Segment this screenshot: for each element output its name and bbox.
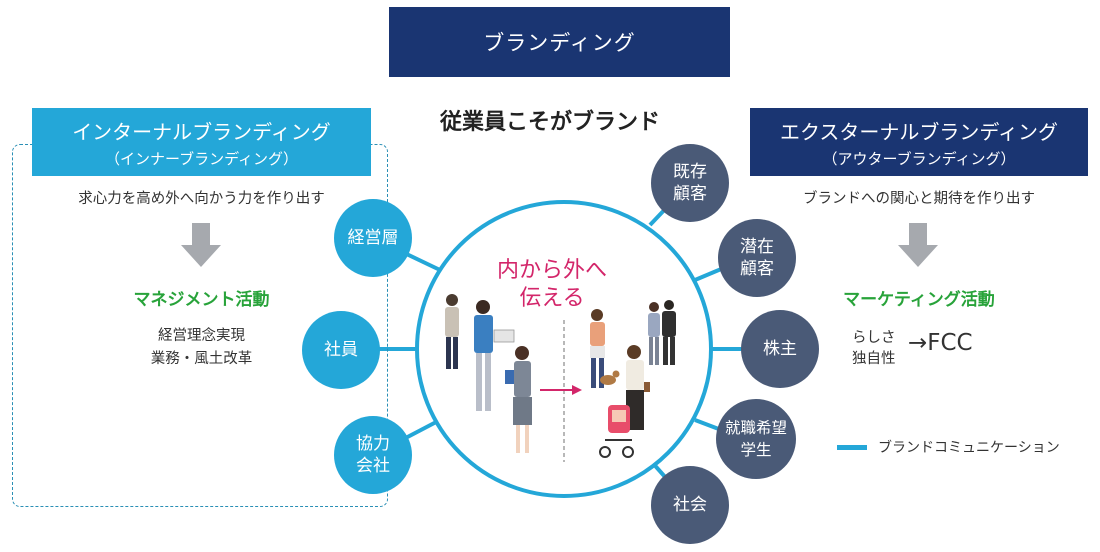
down-arrow-icon	[898, 223, 938, 267]
internal-branding-header: インターナルブランディング （インナーブランディング）	[32, 108, 371, 176]
center-message-line: 内から外へ	[496, 258, 607, 283]
external-item: らしさ	[852, 330, 896, 346]
node-potential-customers: 潜在 顧客	[718, 219, 796, 297]
center-message-line: 伝える	[519, 286, 585, 311]
node-management: 経営層	[334, 199, 412, 277]
internal-branding-title: インターナルブランディング	[72, 120, 331, 144]
arrow-right-icon	[540, 385, 582, 395]
internal-item: 業務・風土改革	[150, 351, 253, 367]
external-description: ブランドへの関心と期待を作り出す	[803, 191, 1035, 207]
legend-label: ブランドコミュニケーション	[878, 440, 1060, 456]
node-label: 経営層	[347, 228, 399, 248]
external-subheading: マーケティング活動	[843, 290, 995, 310]
employees-illustration	[445, 294, 532, 453]
internal-description: 求心力を高め外へ向かう力を作り出す	[78, 191, 325, 207]
center-message: 内から外へ 伝える	[462, 257, 642, 313]
internal-subheading: マネジメント活動	[133, 290, 270, 310]
internal-branding-subtitle: （インナーブランディング）	[104, 150, 299, 168]
page-title: ブランディング	[389, 7, 730, 77]
node-label: 会社	[356, 456, 390, 476]
node-label: 就職希望	[724, 419, 787, 437]
node-label: 協力	[356, 434, 390, 454]
node-shareholders: 株主	[741, 310, 819, 388]
node-label: 顧客	[673, 184, 707, 204]
external-branding-subtitle: （アウターブランディング）	[822, 150, 1016, 168]
node-label: 社会	[673, 495, 707, 515]
node-label: 株主	[763, 339, 797, 359]
external-branding-header: エクスターナルブランディング （アウターブランディング）	[750, 108, 1088, 176]
external-branding-title: エクスターナルブランディング	[780, 120, 1058, 144]
node-label: 社員	[324, 340, 358, 360]
node-society: 社会	[651, 466, 729, 544]
node-job-seeking-students: 就職希望 学生	[716, 399, 796, 479]
node-label: 既存	[673, 162, 707, 182]
center-heading: 従業員こそがブランド	[439, 110, 660, 135]
customers-illustration	[590, 300, 676, 458]
external-result: →FCC	[908, 330, 973, 356]
node-existing-customers: 既存 顧客	[651, 144, 729, 222]
node-label: 潜在	[740, 237, 774, 257]
external-item: 独自性	[852, 351, 896, 367]
node-partner-companies: 協力 会社	[334, 416, 412, 494]
node-label: 顧客	[740, 259, 774, 279]
internal-item: 経営理念実現	[158, 328, 245, 344]
legend-swatch	[837, 445, 867, 450]
node-label: 学生	[740, 441, 772, 459]
node-employees: 社員	[302, 311, 380, 389]
down-arrow-icon	[181, 223, 221, 267]
